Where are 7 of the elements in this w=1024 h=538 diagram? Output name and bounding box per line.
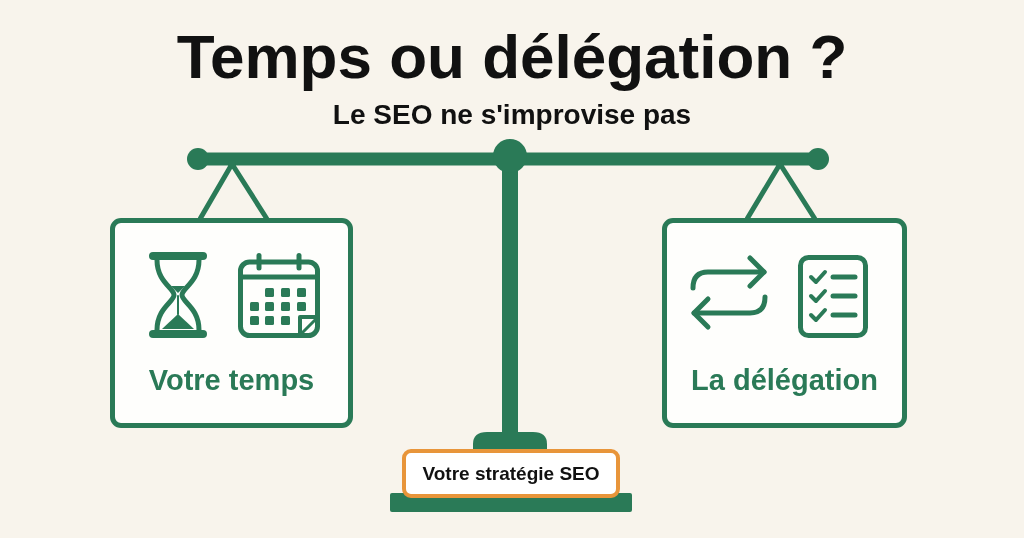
sign-title: La délégation [691,363,878,397]
base-nameplate: Votre stratégie SEO [402,449,620,498]
hanging-sign [662,218,907,428]
title: Temps ou délégation ? [176,22,848,92]
sign-title: Votre temps [148,363,315,397]
subtitle: Le SEO ne s'improvise pas [332,98,692,132]
hanging-sign [110,218,353,428]
